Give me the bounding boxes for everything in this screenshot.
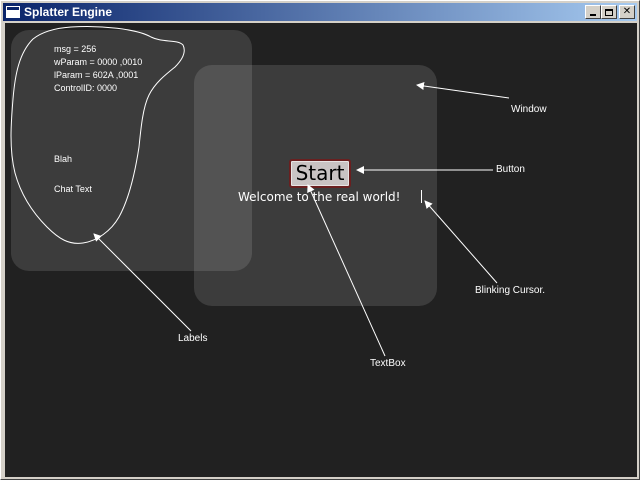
- minimize-icon: [590, 14, 596, 16]
- title-bar[interactable]: Splatter Engine ✕: [3, 3, 637, 21]
- maximize-button[interactable]: [601, 5, 617, 19]
- maximize-icon: [605, 8, 613, 16]
- start-button[interactable]: Start: [289, 159, 351, 188]
- annotation-labels: Labels: [178, 333, 208, 344]
- label-blah: Blah: [54, 154, 73, 164]
- blinking-text-cursor: [421, 190, 422, 203]
- render-canvas[interactable]: msg = 256 wParam = 0000 ,0010 lParam = 6…: [5, 23, 637, 477]
- close-icon: ✕: [622, 6, 632, 17]
- debug-label-wparam: wParam = 0000 ,0010: [54, 57, 143, 67]
- debug-label-msg: msg = 256: [54, 44, 97, 54]
- app-window-icon: [6, 6, 20, 18]
- minimize-button[interactable]: [585, 5, 601, 19]
- debug-label-control-id: ControlID: 0000: [54, 83, 118, 93]
- label-chat-text: Chat Text: [54, 184, 92, 194]
- chat-textbox[interactable]: Welcome to the real world!: [238, 190, 401, 204]
- annotation-window: Window: [511, 104, 547, 115]
- debug-label-lparam: lParam = 602A ,0001: [54, 70, 139, 80]
- annotation-button: Button: [496, 164, 525, 175]
- close-button[interactable]: ✕: [619, 5, 635, 19]
- annotation-textbox: TextBox: [370, 358, 406, 369]
- window-title: Splatter Engine: [24, 5, 113, 19]
- annotation-blinking-cursor: Blinking Cursor.: [475, 285, 546, 296]
